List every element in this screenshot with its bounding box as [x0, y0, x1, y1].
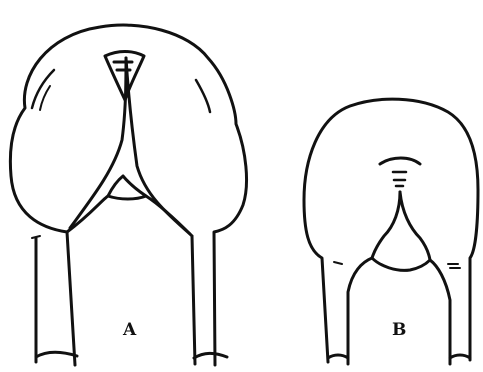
figure-b-center-seam-right: [400, 192, 430, 260]
figure-b-label: B: [392, 322, 406, 339]
figure-a-right-inner-leg: [192, 236, 195, 364]
figure-b-tail-arc: [380, 158, 420, 164]
figure-b-right-inner-leg: [430, 260, 450, 364]
figure-b-right-hoof: [450, 355, 470, 358]
figure-a-center-seam-right: [126, 58, 190, 234]
figure-a-left-hoof: [36, 352, 77, 357]
figure-b-crotch-arch: [372, 258, 430, 270]
figure-a-crotch-arch: [67, 196, 192, 236]
figure-a-tail-mark: [114, 62, 132, 70]
figure-a-label: A: [123, 322, 136, 339]
figure-b-center-seam-left: [372, 192, 400, 258]
figure-b-body-outline: [304, 99, 478, 362]
figure-b-left-inner-leg: [348, 258, 372, 364]
figure-b-left-hoof: [328, 355, 348, 358]
figure-a-right-hoof: [194, 353, 227, 358]
figure-b-tail-mark: [393, 172, 406, 186]
figure-a-shade-left-lower: [40, 86, 50, 110]
figure-a-hock-left: [32, 236, 40, 238]
figure-b-outline: [304, 99, 478, 364]
figure-b-hock-right: [448, 264, 460, 268]
figure-b-hock-left: [334, 262, 342, 264]
figure-a-outline: [10, 25, 246, 365]
figure-a-shade-right: [196, 80, 210, 112]
